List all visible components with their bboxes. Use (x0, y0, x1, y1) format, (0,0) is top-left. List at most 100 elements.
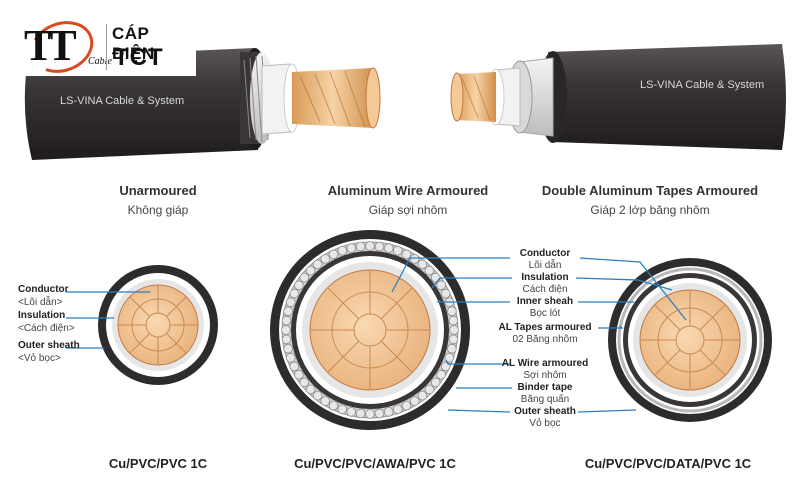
caption-awa: Cu/PVC/PVC/AWA/PVC 1C (294, 456, 456, 471)
left-label-insulation-vi: <Cách điện> (18, 323, 75, 334)
al-wire-strand (365, 409, 375, 419)
al-wire-strand (355, 241, 366, 252)
al-wire-strand (283, 343, 293, 354)
al-wire-strand (447, 306, 457, 317)
al-wire-strand (424, 265, 435, 276)
heading-unarmoured-vi: Không giáp (128, 203, 189, 217)
al-wire-strand (448, 334, 459, 345)
left-label-outer-sheath-vi: <Vỏ bọc> (18, 352, 61, 364)
al-wire-strand (374, 408, 385, 419)
left-label-insulation: Insulation (18, 310, 65, 321)
al-wire-strand (281, 315, 292, 326)
al-wire-strand (444, 352, 455, 363)
al-wire-strand (285, 352, 296, 363)
al-wire-strand (424, 384, 435, 395)
left-label-conductor: Conductor (18, 284, 69, 295)
caption-unarmoured: Cu/PVC/PVC 1C (109, 456, 208, 471)
logo-sub: Cable (88, 56, 112, 67)
al-wire-strand (320, 396, 331, 406)
left-label-conductor-vi: <Lõi dẫn> (18, 295, 63, 308)
al-wire-strand (409, 254, 420, 264)
al-wire-strand (436, 369, 446, 380)
label-inner-sheath: Inner sheah (517, 296, 573, 307)
unarmoured-cable-3d (24, 48, 381, 160)
al-wire-strand (328, 400, 339, 411)
al-wire-strand (337, 245, 348, 256)
al-wire-strand (383, 407, 394, 417)
al-wire-strand (294, 280, 304, 291)
double-tape-cable-3d (450, 44, 786, 150)
al-wire-strand (305, 265, 316, 276)
al-wire-strand (440, 288, 451, 299)
label-conductor-vi: Lõi dẫn (529, 258, 562, 271)
logo-line1: CÁP ĐIỆN (112, 24, 155, 63)
al-wire-strand (299, 377, 310, 388)
al-wire-strand (346, 243, 357, 253)
al-wire-strand (281, 325, 291, 335)
al-wire-strand (365, 241, 375, 251)
al-wire-strand (337, 404, 348, 415)
al-wire-strand (346, 407, 357, 417)
label-al-tapes-vi: 02 Băng nhôm (512, 334, 577, 345)
logo-line2: TCT (114, 44, 164, 71)
heading-unarmoured: Unarmoured (119, 183, 196, 198)
heading-aluminum-wire: Aluminum Wire Armoured (328, 183, 489, 198)
al-wire-strand (449, 325, 459, 335)
label-al-wire-vi: Sợi nhôm (523, 370, 566, 381)
al-wire-strand (417, 390, 428, 401)
center-leader-lines (391, 257, 687, 413)
al-wire-strand (430, 377, 441, 388)
label-al-tapes: AL Tapes armoured (499, 322, 592, 333)
al-wire-strand (320, 254, 331, 264)
al-wire-strand (289, 361, 300, 372)
label-insulation-vi: Cách điện (522, 284, 567, 295)
al-wire-strand (383, 243, 394, 253)
al-wire-strand (281, 334, 292, 345)
al-wire-strand (289, 288, 300, 299)
label-conductor: Conductor (520, 248, 571, 259)
cable-print-left: LS-VINA Cable & System (60, 95, 184, 107)
al-wire-strand (447, 343, 457, 354)
tt-cable-logo: TT Cable CÁP ĐIỆN TCT (18, 12, 196, 82)
al-wire-strand (430, 272, 441, 283)
label-binder-tape-vi: Băng quấn (521, 393, 569, 405)
label-outer-sheath: Outer sheath (514, 406, 576, 417)
heading-aluminum-wire-vi: Giáp sợi nhôm (369, 203, 448, 217)
al-wire-strand (285, 297, 296, 308)
double-tape-cross-section (608, 258, 772, 422)
al-wire-strand (401, 400, 412, 411)
label-al-wire: AL Wire armoured (502, 358, 588, 369)
heading-double-tapes-vi: Giáp 2 lớp băng nhôm (590, 203, 709, 217)
al-wire-strand (299, 272, 310, 283)
al-wire-strand (305, 384, 316, 395)
label-binder-tape: Binder tape (517, 382, 572, 393)
al-wire-strand (401, 249, 412, 260)
al-wire-strand (436, 280, 446, 291)
al-wire-strand (374, 241, 385, 252)
al-wire-strand (392, 245, 403, 256)
al-wire-strand (294, 369, 304, 380)
logo-mark: TT (24, 21, 77, 70)
al-wire-strand (312, 259, 323, 270)
left-leader-lines (66, 291, 150, 349)
logo-divider (106, 24, 107, 70)
al-wire-strand (355, 408, 366, 419)
caption-data: Cu/PVC/PVC/DATA/PVC 1C (585, 456, 752, 471)
al-wire-strand (417, 259, 428, 270)
heading-double-tapes: Double Aluminum Tapes Armoured (542, 183, 758, 198)
label-insulation: Insulation (521, 272, 568, 283)
al-wire-strand (392, 404, 403, 415)
al-wire-strand (312, 390, 323, 401)
al-wire-strand (409, 396, 420, 406)
unarmoured-cross-section (98, 265, 218, 385)
cable-print-right: LS-VINA Cable & System (640, 79, 764, 91)
label-outer-sheath-vi: Vỏ bọc (529, 417, 560, 429)
al-wire-strand (328, 249, 339, 260)
center-labels: Conductor Lõi dẫn Insulation Cách điện I… (499, 248, 592, 429)
aluminum-wire-cross-section (270, 230, 470, 430)
left-label-outer-sheath: Outer sheath (18, 340, 80, 351)
al-wire-strand (448, 315, 459, 326)
label-inner-sheath-vi: Bọc lót (530, 308, 561, 319)
al-wire-strand (283, 306, 293, 317)
